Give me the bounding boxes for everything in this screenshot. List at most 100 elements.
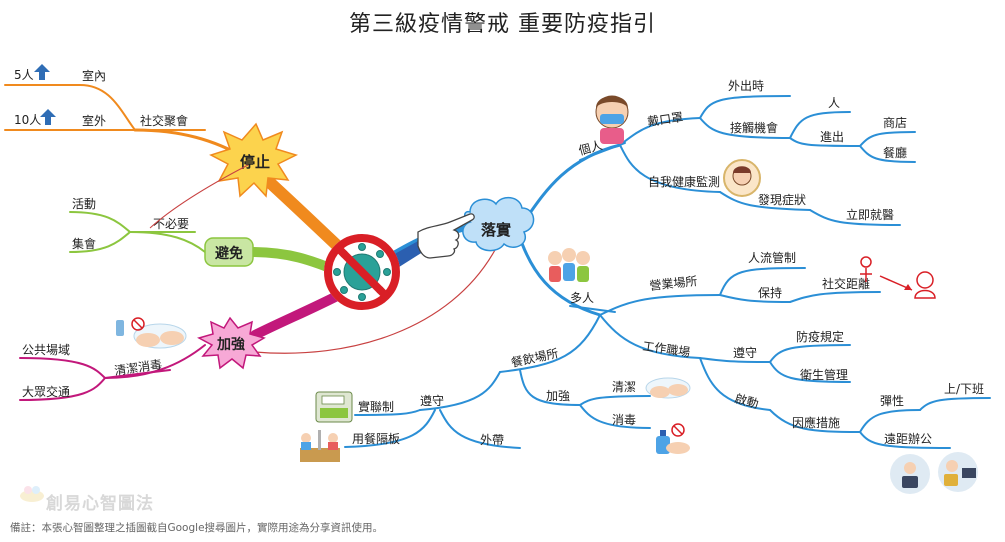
strengthen-label: 加強 [216, 336, 245, 353]
takeout-label: 外帶 [480, 433, 504, 447]
contact-to-person [789, 111, 851, 139]
dining-to-obey [419, 371, 501, 411]
mask-label: 戴口罩 [646, 109, 684, 129]
workplace-to-obey [699, 357, 771, 363]
link-line-stop-avoid [149, 164, 249, 229]
to-activities [69, 211, 131, 233]
shop-label: 商店 [883, 115, 907, 130]
public-places-label: 公共場域 [22, 343, 70, 357]
dining-obey-label: 遵守 [420, 393, 444, 408]
hand-wash-icon [116, 317, 187, 349]
to-transport [19, 377, 106, 401]
dining-clean-label: 清潔 [612, 380, 636, 394]
to-public [19, 357, 106, 379]
footer-note: 備註：本張心智圖整理之插圖截自Google搜尋圖片，實際用途為分享資訊使用。 [10, 522, 384, 534]
social-distance-label: 社交距離 [822, 276, 870, 291]
social-distance-icon [860, 256, 936, 299]
monitor-to-symptom [719, 191, 811, 211]
inout-to-restaurant [859, 145, 916, 163]
obey-to-realname [354, 409, 421, 416]
public-transport-label: 大眾交通 [22, 384, 70, 399]
strengthen-trunk [250, 287, 350, 340]
symptom-label: 發現症狀 [758, 192, 806, 207]
outdoor-limit: 10人 [14, 113, 41, 127]
person-label: 人 [828, 96, 840, 110]
to-dining [499, 314, 601, 373]
flexible-to-commute [919, 397, 991, 411]
activities-label: 活動 [72, 197, 96, 211]
masked-person-icon [595, 95, 629, 144]
indoor-label: 室內 [82, 68, 106, 83]
contact-to-inout [789, 137, 861, 147]
link-line-strengthen-implement [254, 249, 496, 354]
phone-checkin-icon [315, 391, 353, 423]
hand-wash-icon [645, 377, 691, 399]
measures-label: 因應措施 [792, 415, 840, 430]
activate-label: 啟動 [733, 390, 760, 411]
crowd-control-label: 人流管制 [748, 250, 796, 265]
stop-burst: 停止 [209, 122, 299, 198]
strengthen-burst [197, 316, 266, 370]
social-gathering-label: 社交聚會 [140, 113, 188, 128]
strengthen-to-clean2 [579, 395, 651, 406]
mask-to-contact [699, 117, 791, 139]
gatherings-label: 集會 [72, 236, 96, 251]
keep-label: 保持 [758, 285, 782, 300]
up-arrow-icon [40, 109, 56, 125]
page-title: 第三級疫情警戒 重要防疫指引 [349, 12, 656, 37]
watermark-text: 創易心智圖法 [46, 494, 154, 514]
clean-disinfect-label: 清潔消毒 [113, 357, 162, 378]
obey-to-divider [344, 409, 436, 448]
remote-work-label: 遠距辦公 [884, 432, 932, 446]
rules-label: 防疫規定 [796, 329, 844, 344]
implement-branch [344, 95, 991, 449]
restaurant-label: 餐廳 [883, 145, 907, 160]
outing-label: 外出時 [728, 79, 764, 93]
dining-divider-icon [300, 430, 340, 462]
avoid-label: 避免 [215, 245, 243, 262]
clean-underline [104, 369, 171, 379]
dining-strengthen-label: 加強 [546, 389, 570, 403]
implement-label: 落實 [481, 221, 511, 239]
no-virus-icon [324, 234, 400, 310]
mask-to-outing [699, 95, 791, 119]
commute-label: 上/下班 [944, 382, 984, 396]
to-mask [619, 117, 701, 146]
avoid-node [204, 237, 254, 267]
avoid-branch [69, 211, 345, 277]
symptom-to-doctor [809, 209, 901, 226]
brand-logo-icon [20, 486, 44, 502]
hygiene-label: 衛生管理 [800, 367, 848, 382]
flexible-label: 彈性 [880, 394, 904, 408]
to-gatherings [69, 231, 131, 253]
measures-to-flexible [859, 409, 921, 433]
contact-label: 接觸機會 [730, 120, 778, 135]
realname-label: 實聯制 [358, 399, 394, 414]
see-doctor-label: 立即就醫 [846, 207, 894, 222]
strengthen-to-disinfect [579, 404, 651, 429]
avoid-to-unnecessary [129, 231, 206, 253]
workplace-label: 工作職場 [642, 339, 691, 360]
up-arrow-icon [34, 64, 50, 80]
dining-to-strengthen [519, 369, 581, 406]
activate-to-measures [769, 409, 861, 433]
indoor-limit: 5人 [14, 68, 34, 82]
individual-underline [579, 142, 626, 161]
outdoor-label: 室外 [82, 113, 106, 128]
obey-to-rules [769, 344, 851, 363]
obey-to-takeout [439, 409, 521, 449]
business-to-keep [719, 294, 791, 303]
group-label: 多人 [570, 291, 594, 305]
social-to-indoor [4, 84, 136, 131]
workplace-obey-label: 遵守 [733, 345, 757, 360]
stop-burst-shape [209, 122, 299, 198]
stop-label: 停止 [240, 153, 270, 171]
sick-person-icon [723, 159, 761, 197]
individual-label: 個人 [577, 138, 604, 158]
group-people-icon [548, 248, 590, 282]
dining-disinfect-label: 消毒 [612, 413, 636, 427]
in-out-label: 進出 [820, 130, 844, 144]
strengthen-to-clean [104, 344, 206, 379]
to-workplace [599, 314, 701, 359]
